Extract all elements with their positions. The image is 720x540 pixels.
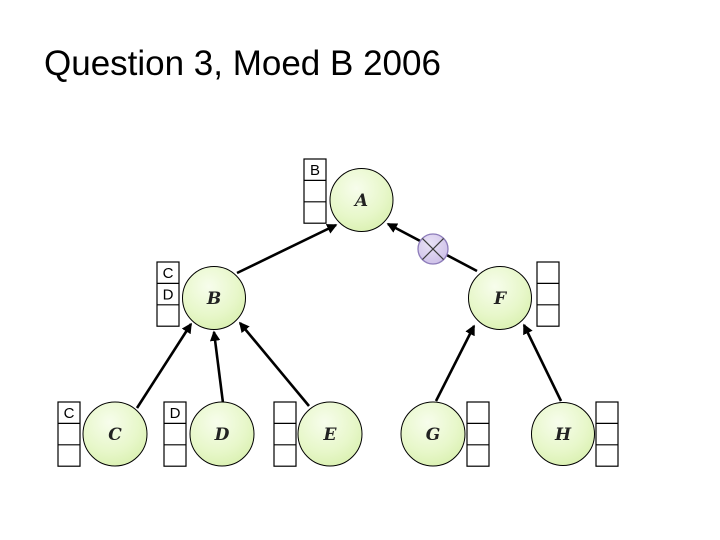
value-stack-E [273, 401, 297, 467]
node-A: A [329, 168, 394, 232]
node-label: H [554, 425, 572, 445]
node-circle [531, 402, 595, 466]
edge-E-to-B [239, 321, 310, 407]
stack-cell: D [170, 405, 181, 422]
value-stack-C: C [57, 401, 81, 467]
node-circle [329, 168, 394, 232]
node-label: D [214, 425, 230, 445]
edge-G-to-F [434, 324, 476, 402]
node-G: G [400, 401, 466, 467]
stack-frame [595, 401, 619, 467]
stack-cell: B [310, 162, 320, 179]
node-H: H [531, 402, 595, 466]
value-stack-F [536, 261, 560, 327]
node-circle [468, 266, 532, 330]
node-circle [400, 401, 466, 467]
value-stack-A: B [303, 158, 327, 224]
edge-B-to-A [236, 223, 338, 275]
node-F: F [468, 266, 532, 330]
stack-frame [156, 261, 180, 327]
slide-title: Question 3, Moed B 2006 [44, 44, 441, 83]
node-label: G [426, 425, 441, 445]
stack-cell: C [64, 405, 75, 422]
crossed-circle-icon [417, 233, 449, 265]
node-label: F [493, 289, 508, 309]
marker-x-line [421, 237, 445, 261]
node-circle [297, 401, 363, 467]
stack-frame [536, 261, 560, 327]
value-stack-D: D [163, 401, 187, 467]
edge-H-to-F [522, 323, 563, 402]
value-stack-B: C D [156, 261, 180, 327]
stack-cell: D [163, 286, 174, 303]
edge-C-to-B [135, 322, 193, 409]
stack-frame [466, 401, 490, 467]
node-label: A [353, 191, 368, 211]
node-circle [82, 401, 148, 467]
node-D: D [189, 401, 255, 467]
value-stack-G [466, 401, 490, 467]
stack-frame [57, 401, 81, 467]
node-label: C [108, 425, 122, 445]
node-label: B [206, 289, 221, 309]
stack-frame [163, 401, 187, 467]
node-B: B [182, 266, 246, 330]
node-C: C [82, 401, 148, 467]
node-circle [182, 266, 246, 330]
stack-cell: C [163, 265, 174, 282]
stack-frame [303, 158, 327, 224]
node-E: E [297, 401, 363, 467]
node-circle [189, 401, 255, 467]
value-stack-H [595, 401, 619, 467]
edge-D-to-B [209, 330, 225, 404]
stack-frame [273, 401, 297, 467]
node-label: E [323, 425, 338, 445]
